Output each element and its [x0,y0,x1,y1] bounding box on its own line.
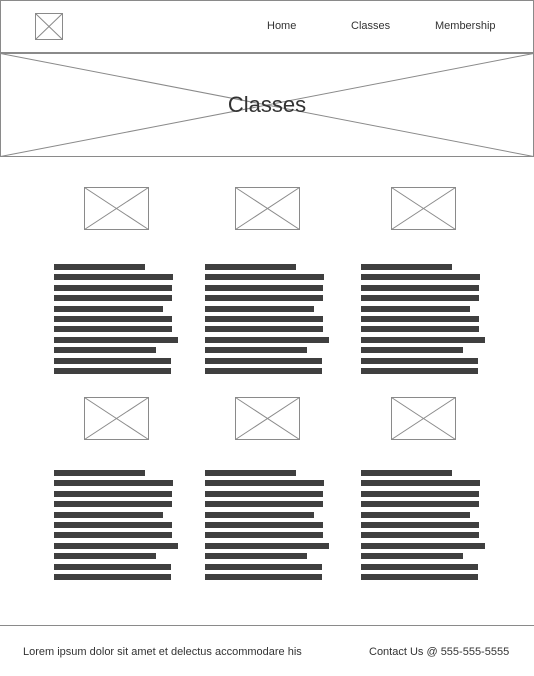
class-description-line [361,470,452,476]
class-description-line [54,574,171,580]
class-description-line [361,264,452,270]
class-description-line [205,490,323,497]
class-description-line [361,357,478,364]
nav-membership-link[interactable]: Membership [435,20,496,32]
class-image-placeholder[interactable] [235,187,300,230]
class-image-placeholder[interactable] [84,397,149,440]
class-description-line [205,563,322,570]
class-description-line [361,574,478,580]
class-description-line [205,326,323,333]
class-description-line [54,490,172,497]
class-description-line [361,316,479,322]
class-description-line [54,501,172,508]
class-description-line [205,553,307,560]
class-description-line [361,480,480,487]
class-description-line [361,553,463,560]
class-description-line [54,316,172,322]
class-description-line [205,316,323,322]
class-description-line [205,480,324,487]
class-description-line [205,284,323,291]
footer [0,625,534,676]
class-description-line [361,563,478,570]
class-image-placeholder[interactable] [84,187,149,230]
class-description-line [205,522,323,528]
page-title: Classes [227,92,307,117]
class-description-line [54,532,172,539]
class-description-line [205,574,322,580]
class-description-line [205,470,296,476]
class-description-line [54,336,178,343]
class-description-line [205,264,296,270]
class-description-line [205,357,322,364]
class-description-line [54,326,172,333]
class-description-line [361,326,479,333]
class-description-line [205,501,323,508]
class-description-line [361,274,480,281]
class-description-line [205,511,314,518]
class-description-line [54,563,171,570]
footer-contact-text[interactable]: Contact Us @ 555-555-5555 [369,646,510,658]
class-description-line [361,295,479,302]
class-description-line [361,347,463,354]
class-description-line [54,511,163,518]
nav-home-link[interactable]: Home [267,20,297,32]
class-description-line [54,274,173,281]
class-description-line [361,336,485,343]
class-description-line [361,522,479,528]
class-description-line [54,368,171,374]
class-description-line [361,501,479,508]
class-description-line [205,347,307,354]
class-image-placeholder[interactable] [391,397,456,440]
class-description-line [54,305,163,312]
class-description-line [54,522,172,528]
class-description-line [205,368,322,374]
class-description-line [54,347,156,354]
class-description-line [54,284,172,291]
logo-placeholder-icon[interactable] [35,13,63,40]
class-description-line [54,480,173,487]
class-description-line [205,542,329,549]
class-image-placeholder[interactable] [391,187,456,230]
class-description-line [361,511,470,518]
class-description-line [361,284,479,291]
footer-lorem-text: Lorem ipsum dolor sit amet et delectus a… [23,646,302,658]
class-description-line [54,264,145,270]
class-description-line [205,336,329,343]
class-description-line [361,368,478,374]
class-description-line [361,305,470,312]
class-description-line [361,490,479,497]
class-description-line [205,295,323,302]
nav-classes-link[interactable]: Classes [351,20,391,32]
class-description-line [54,542,178,549]
class-description-line [54,357,171,364]
class-description-line [361,532,479,539]
class-description-line [361,542,485,549]
class-image-placeholder[interactable] [235,397,300,440]
class-description-line [205,532,323,539]
class-description-line [205,305,314,312]
class-description-line [205,274,324,281]
class-description-line [54,295,172,302]
class-description-line [54,470,145,476]
class-description-line [54,553,156,560]
